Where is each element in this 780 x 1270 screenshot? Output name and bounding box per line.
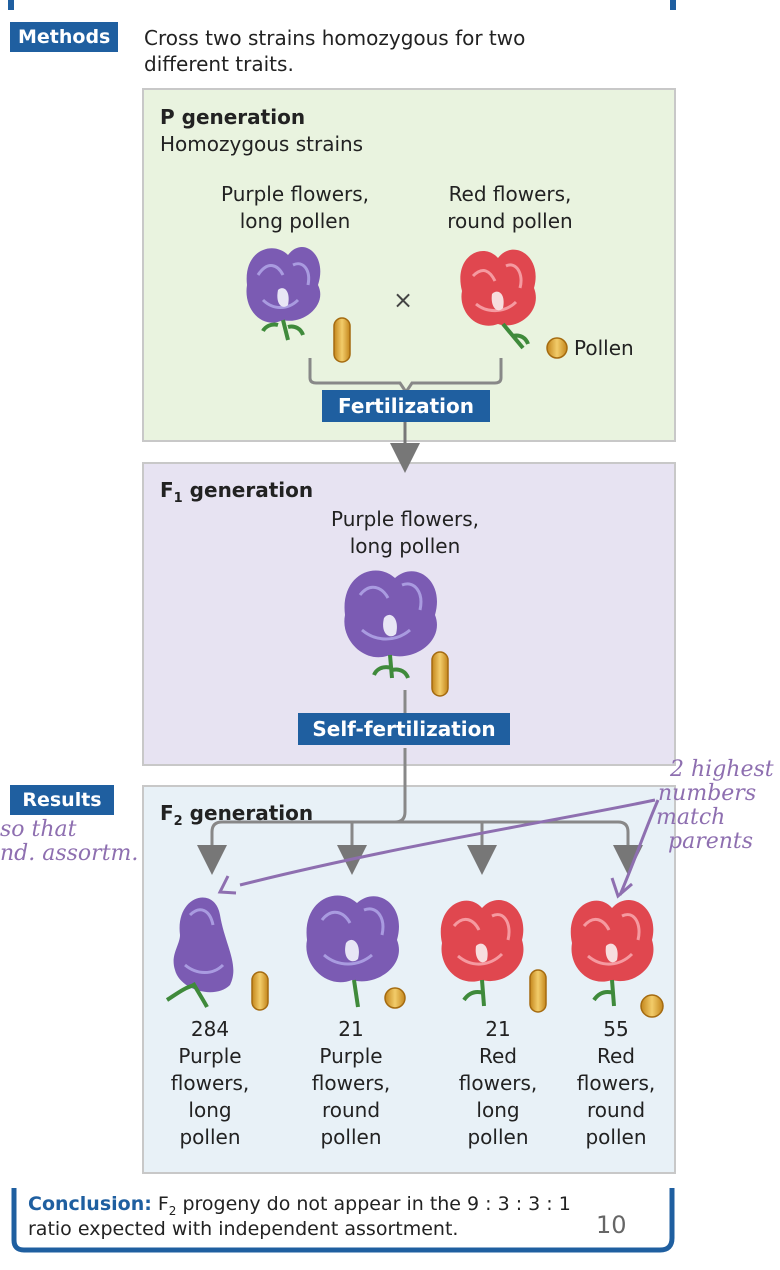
f2-flower-2 — [306, 895, 399, 1008]
progeny-count: 21 — [338, 1017, 364, 1041]
conclusion-text-b: progeny do not appear in the 9 : 3 : 3 :… — [176, 1193, 571, 1215]
progeny-line4: pollen — [320, 1125, 382, 1149]
progeny-line4: pollen — [585, 1125, 647, 1149]
handwritten-note-right: 2 highest numbers match parents — [648, 758, 778, 854]
progeny-item: 55 Red flowers, round pollen — [561, 1016, 671, 1151]
f2-title-prefix: F — [160, 801, 174, 825]
results-tag: Results — [10, 785, 114, 815]
handwritten-right-line1: 2 highest — [670, 757, 774, 782]
parent1-label: Purple flowers, long pollen — [190, 181, 400, 235]
annotation-arrow-right-head — [610, 877, 633, 899]
f2-generation-title: F2 generation — [160, 800, 313, 835]
f1-phenotype-label: Purple flowers, long pollen — [300, 506, 510, 560]
progeny-count: 21 — [485, 1017, 511, 1041]
progeny-line2: flowers, — [170, 1071, 250, 1095]
top-border-mark — [8, 0, 14, 10]
p-generation-panel — [142, 88, 676, 442]
f1-title-prefix: F — [160, 478, 174, 502]
progeny-item: 21 Purple flowers, round pollen — [296, 1016, 406, 1151]
handwritten-right-line3: match — [656, 805, 726, 830]
conclusion-bracket — [11, 1188, 675, 1253]
handwritten-note-left: so that nd. assortm. — [0, 818, 150, 866]
handwritten-left-line1: so that — [0, 817, 77, 842]
fertilization-label: Fertilization — [322, 390, 490, 422]
methods-text-line2: different traits. — [144, 52, 294, 76]
self-fertilization-label: Self-fertilization — [298, 713, 510, 745]
f1-phenotype-line1: Purple flowers, — [330, 507, 480, 531]
conclusion-label: Conclusion: — [28, 1193, 152, 1215]
annotation-arrow-left — [239, 798, 656, 887]
progeny-line2: flowers, — [576, 1071, 656, 1095]
progeny-item: 21 Red flowers, long pollen — [443, 1016, 553, 1151]
progeny-line1: Red — [597, 1044, 635, 1068]
round-pollen-p — [546, 337, 568, 359]
f1-generation-title: F1 generation — [160, 477, 313, 512]
f1-title-suffix: generation — [182, 478, 314, 502]
progeny-item: 284 Purple flowers, long pollen — [155, 1016, 265, 1151]
handwritten-right-line2: numbers — [658, 781, 757, 806]
f2-pollen-3 — [529, 969, 547, 1013]
f2-title-sub: 2 — [173, 814, 183, 829]
progeny-line1: Red — [479, 1044, 517, 1068]
progeny-count: 55 — [603, 1017, 629, 1041]
parent2-label: Red flowers, round pollen — [405, 181, 615, 235]
conclusion-text-a: F — [151, 1193, 169, 1215]
conclusion-line2: ratio expected with independent assortme… — [28, 1218, 459, 1240]
long-pollen-p — [333, 317, 351, 363]
f2-branch — [210, 811, 630, 852]
f1-phenotype-line2: long pollen — [349, 534, 461, 558]
p-bracket — [308, 358, 503, 395]
f2-title-suffix: generation — [182, 801, 314, 825]
methods-text-line1: Cross two strains homozygous for two — [144, 26, 526, 50]
f2-pollen-4 — [640, 994, 664, 1018]
progeny-line1: Purple — [178, 1044, 242, 1068]
long-pollen-f1 — [431, 651, 449, 697]
annotation-arrow-left-head — [217, 875, 237, 895]
progeny-line2: flowers, — [311, 1071, 391, 1095]
annotation-arrow-right — [618, 799, 660, 896]
progeny-line3: long — [188, 1098, 232, 1122]
progeny-line4: pollen — [467, 1125, 529, 1149]
progeny-line3: round — [321, 1098, 381, 1122]
f2-flower-3 — [440, 899, 524, 1007]
page-number: 10 — [596, 1211, 627, 1239]
f2-flower-1 — [165, 897, 234, 1008]
methods-tag: Methods — [10, 22, 119, 52]
conclusion-sub: 2 — [168, 1203, 177, 1218]
handwritten-left-line2: nd. assortm. — [0, 841, 139, 866]
parent1-label-line1: Purple flowers, — [220, 182, 370, 206]
pollen-label: Pollen — [574, 336, 634, 360]
f1-title-sub: 1 — [173, 491, 183, 506]
p-generation-title: P generation — [160, 105, 306, 129]
handwritten-right-line4: parents — [668, 829, 754, 854]
parent2-label-line2: round pollen — [447, 209, 573, 233]
progeny-count: 284 — [190, 1017, 230, 1041]
parent2-label-line1: Red flowers, — [448, 182, 572, 206]
f2-pollen-2 — [384, 987, 406, 1009]
red-flower-p — [460, 249, 536, 350]
f2-flower-4 — [570, 899, 654, 1007]
purple-flower-f1 — [344, 570, 437, 679]
purple-flower-p — [246, 246, 321, 341]
p-generation-subtitle: Homozygous strains — [160, 132, 364, 156]
f2-pollen-1 — [251, 971, 269, 1011]
top-border-mark-right — [670, 0, 676, 10]
progeny-line3: long — [476, 1098, 520, 1122]
progeny-line4: pollen — [179, 1125, 241, 1149]
parent1-label-line2: long pollen — [239, 209, 351, 233]
conclusion-line1: Conclusion: F2 progeny do not appear in … — [28, 1191, 571, 1225]
progeny-line3: round — [586, 1098, 646, 1122]
progeny-line1: Purple — [319, 1044, 383, 1068]
progeny-line2: flowers, — [458, 1071, 538, 1095]
cross-symbol: × — [393, 286, 414, 314]
